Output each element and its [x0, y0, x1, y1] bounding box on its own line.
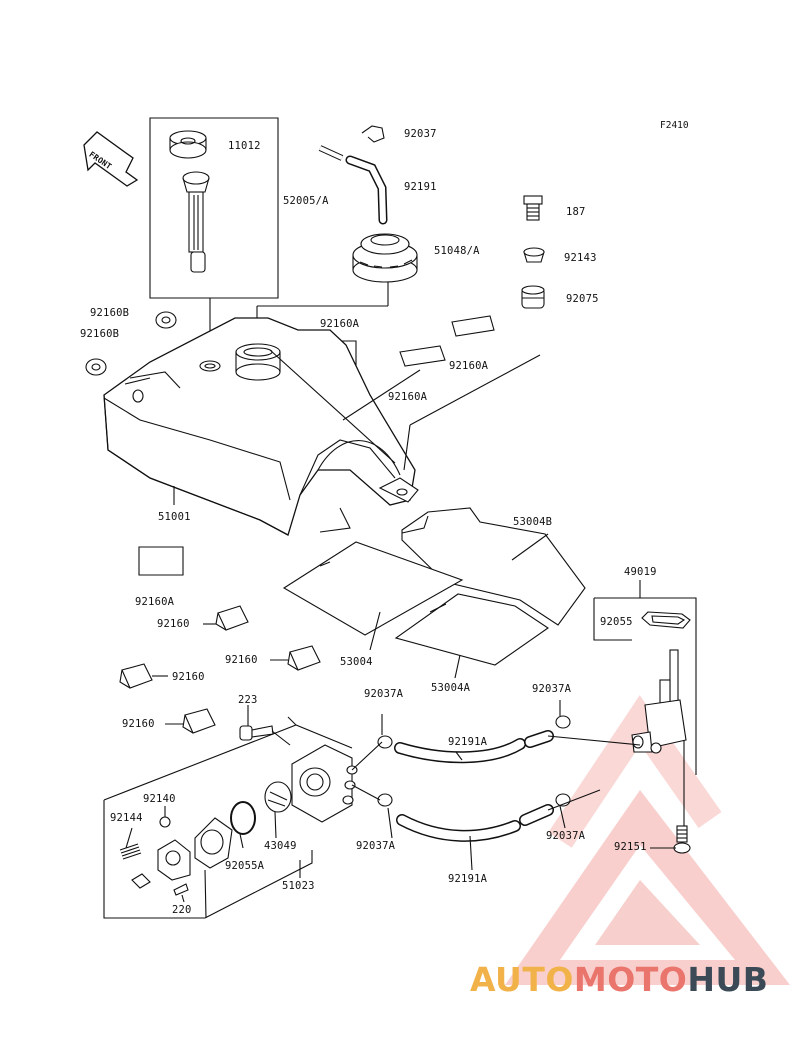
part-label-52005a: 52005/A	[283, 195, 329, 207]
part-label-53004a: 53004A	[431, 682, 471, 694]
part-label-51001: 51001	[158, 511, 191, 523]
part-label-92160-3: 92160	[172, 671, 205, 683]
watermark-brand: AUTOMOTOHUB	[470, 960, 768, 999]
part-label-92151: 92151	[614, 841, 647, 853]
part-label-92191a-2: 92191A	[448, 873, 488, 885]
screw-92151-part	[673, 825, 691, 854]
fuel-valve-part	[631, 649, 687, 754]
part-label-92037a-3: 92037A	[356, 840, 396, 852]
watermark-part-hub: HUB	[687, 960, 769, 999]
bolt-187-part	[523, 195, 543, 221]
watermark-part-auto: AUTO	[470, 960, 574, 999]
part-label-51048a: 51048/A	[434, 245, 480, 257]
part-label-187: 187	[566, 206, 586, 218]
watermark-logo	[505, 695, 790, 985]
part-label-92160b-2: 92160B	[80, 328, 120, 340]
part-label-11012: 11012	[228, 140, 261, 152]
part-label-92075: 92075	[566, 293, 599, 305]
part-label-92160a-3: 92160A	[388, 391, 428, 403]
part-label-92143: 92143	[564, 252, 597, 264]
part-label-92037a-2: 92037A	[532, 683, 572, 695]
part-label-92160a-4: 92160A	[135, 596, 175, 608]
fuel-cap-part	[352, 233, 418, 283]
fuel-gauge-part	[182, 171, 210, 273]
part-label-92055a: 92055A	[225, 860, 265, 872]
screw-223-part	[239, 725, 274, 741]
part-label-92037: 92037	[404, 128, 437, 140]
gasket-92055-part	[641, 611, 691, 629]
part-label-223: 223	[238, 694, 258, 706]
fuel-tank-part	[103, 317, 419, 536]
pump-valve-part	[157, 839, 191, 881]
part-label-92144: 92144	[110, 812, 143, 824]
part-label-92160a-1: 92160A	[320, 318, 360, 330]
part-label-92140: 92140	[143, 793, 176, 805]
part-label-92191a-1: 92191A	[448, 736, 488, 748]
part-label-43049: 43049	[264, 840, 297, 852]
part-label-53004b: 53004B	[513, 516, 553, 528]
part-label-92037a-4: 92037A	[546, 830, 586, 842]
part-label-92191: 92191	[404, 181, 437, 193]
part-label-220: 220	[172, 904, 192, 916]
watermark-part-moto: MOTO	[573, 960, 688, 999]
front-arrow-icon	[83, 131, 139, 187]
cap-ring-part	[169, 130, 207, 159]
pump-cover-part	[194, 817, 233, 869]
part-label-92160b-1: 92160B	[90, 307, 130, 319]
part-label-51023: 51023	[282, 880, 315, 892]
part-label-49019: 49019	[624, 566, 657, 578]
part-label-92160-4: 92160	[122, 718, 155, 730]
part-label-92160-1: 92160	[157, 618, 190, 630]
part-label-92160a-2: 92160A	[449, 360, 489, 372]
part-label-92160-2: 92160	[225, 654, 258, 666]
diagram-reference-code: F2410	[660, 120, 689, 131]
part-label-53004: 53004	[340, 656, 373, 668]
fuel-pump-part	[291, 744, 358, 823]
part-label-92055: 92055	[600, 616, 633, 628]
part-label-92037a-1: 92037A	[364, 688, 404, 700]
clips-92160	[119, 605, 321, 734]
